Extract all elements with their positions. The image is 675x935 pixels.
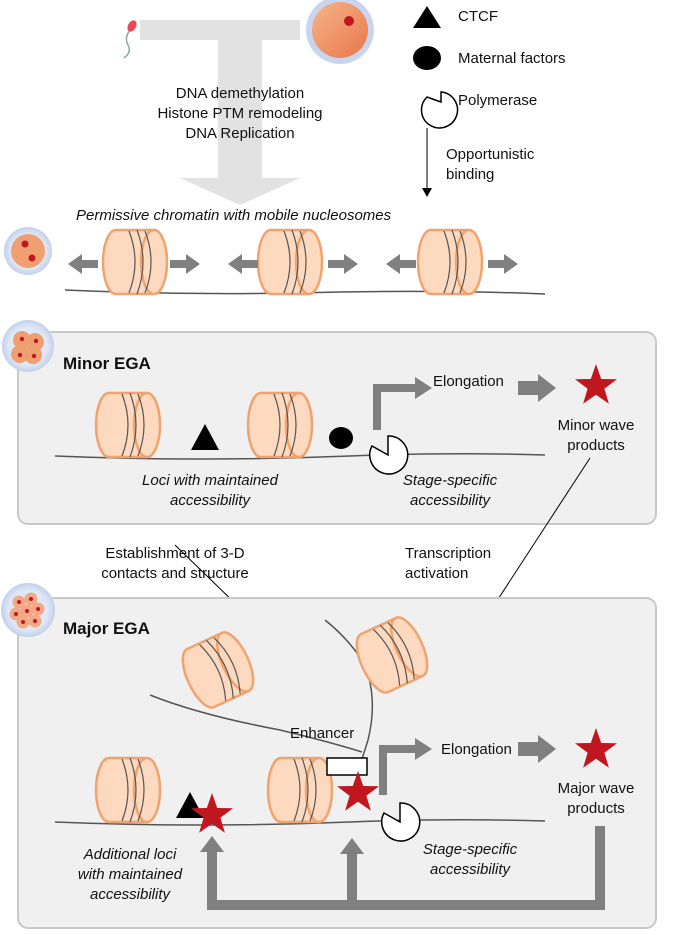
tss-arrow-head	[415, 738, 432, 760]
ctcf-legend-icon	[413, 6, 441, 28]
minor-ega-title: Minor EGA	[63, 354, 151, 373]
polymerase-legend-label: Polymerase	[458, 92, 538, 109]
additional-loci-line-1: Additional loci	[83, 846, 177, 863]
enhancer-box	[326, 757, 368, 776]
embryo-zygote-icon	[4, 227, 52, 275]
elongation-arrow	[518, 735, 556, 763]
nucleosome	[94, 756, 162, 824]
embryo-2cell-icon	[2, 320, 54, 372]
nucleosome	[94, 391, 162, 459]
major-stage-specific-line-1: Stage-specific	[422, 841, 518, 858]
maternal-factors-legend-label: Maternal factors	[458, 50, 566, 67]
major-elongation-label: Elongation	[441, 741, 512, 758]
major-products-line-2: products	[567, 800, 625, 817]
nucleosome	[266, 756, 334, 824]
major-stage-specific-line-2: accessibility	[429, 861, 511, 878]
minor-elongation-label: Elongation	[433, 373, 504, 390]
nucleosome	[246, 391, 314, 459]
enhancer-label: Enhancer	[290, 725, 355, 742]
minor-products-line-2: products	[567, 437, 625, 454]
ctcf-icon	[191, 424, 219, 450]
polymerase-icon	[381, 802, 421, 842]
process-line-2: Histone PTM remodeling	[157, 105, 323, 122]
sperm-icon	[123, 20, 137, 59]
minor-loci-line-2: accessibility	[169, 492, 251, 509]
additional-loci-line-2: with maintained	[77, 866, 183, 883]
mobility-arrows	[68, 254, 518, 274]
polymerase-icon	[369, 435, 409, 475]
minor-stage-specific-line-2: accessibility	[409, 492, 491, 509]
major-products-line-1: Major wave	[557, 780, 635, 797]
permissive-chromatin-label: Permissive chromatin with mobile nucleos…	[76, 207, 392, 224]
elongation-arrow	[518, 374, 556, 402]
ctcf-legend-label: CTCF	[458, 8, 498, 25]
oocyte-icon	[306, 0, 374, 64]
minor-loci-line-1: Loci with maintained	[142, 472, 278, 489]
nucleosome	[101, 228, 169, 296]
process-line-1: DNA demethylation	[175, 85, 305, 102]
nucleosome	[256, 228, 324, 296]
process-line-3: DNA Replication	[185, 125, 295, 142]
maternal-factor-icon	[329, 427, 353, 449]
opportunistic-arrow-head	[422, 188, 432, 197]
tss-arrow-head	[415, 377, 432, 399]
convergence-funnel	[140, 20, 300, 205]
minor-products-line-1: Minor wave	[557, 417, 635, 434]
establishment-line-1: Establishment of 3-D	[105, 545, 245, 562]
establishment-line-2: contacts and structure	[101, 565, 249, 582]
transcription-line-2: activation	[405, 565, 469, 582]
opportunistic-label-2: binding	[446, 166, 495, 183]
polymerase-legend-icon	[420, 91, 459, 129]
minor-stage-specific-line-1: Stage-specific	[402, 472, 498, 489]
embryo-multicell-icon	[1, 583, 55, 637]
additional-loci-line-3: accessibility	[89, 886, 171, 903]
major-ega-title: Major EGA	[63, 619, 150, 638]
nucleosome	[416, 228, 484, 296]
transcription-line-1: Transcription	[405, 545, 492, 562]
opportunistic-label-1: Opportunistic	[446, 146, 535, 163]
maternal-factor-legend-icon	[413, 46, 441, 70]
